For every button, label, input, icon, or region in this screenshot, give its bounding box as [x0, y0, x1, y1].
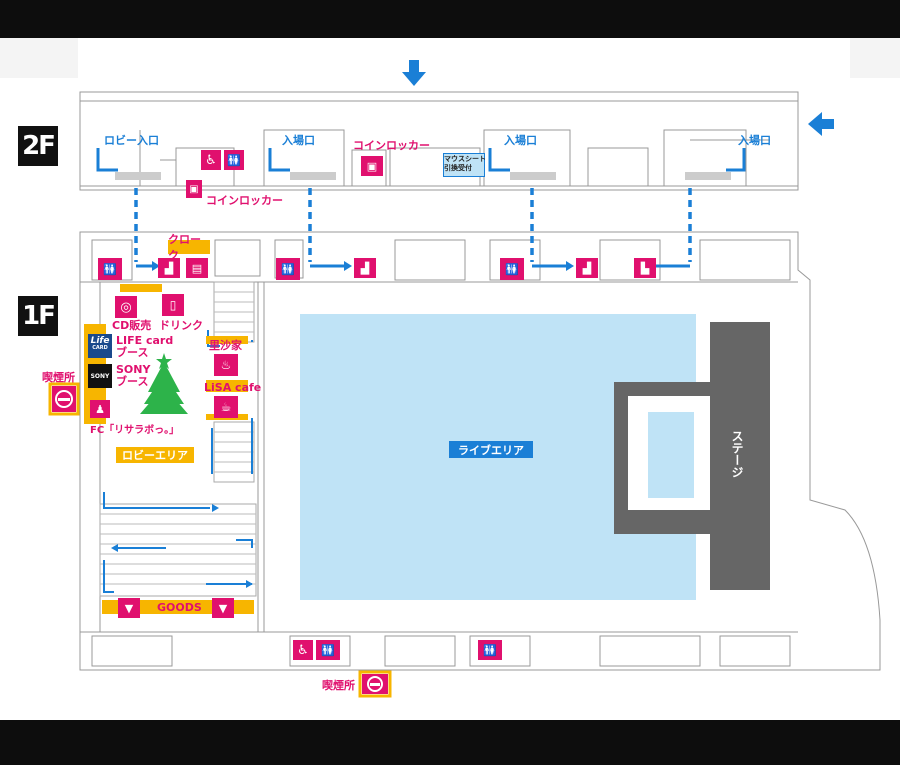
label-cloak: クローク — [168, 233, 201, 262]
sony-logo: SONY — [88, 364, 112, 388]
stairs-icon: ▙ — [634, 258, 656, 278]
smoking-icon — [52, 386, 76, 412]
label-fc-booth: FC「リサラボっ。」 — [90, 425, 180, 436]
label-entrance: 入場口 — [282, 134, 315, 147]
label-mouse-sheet: マウスシート 引換受付 — [444, 155, 486, 173]
drink-icon: ▯ — [162, 294, 184, 316]
label-cd-sales: CD販売 — [112, 319, 152, 332]
locker-icon: ▣ — [186, 180, 202, 198]
label-drink: ドリンク — [159, 319, 203, 332]
label-goods: GOODS — [157, 601, 202, 614]
arrow-left-icon — [808, 112, 834, 136]
lobby-area-label: ロビーエリア — [116, 447, 194, 463]
cd-icon: ◎ — [115, 296, 137, 318]
label-lisa-cafe: LiSA cafe — [204, 381, 262, 394]
lifecard-logo: Life CARD — [88, 334, 112, 358]
smoking-icon — [362, 674, 388, 694]
christmas-tree-icon — [140, 362, 188, 414]
label-lobby-entrance: ロビー入口 — [104, 134, 159, 147]
fc-person-icon: ♟ — [90, 400, 110, 418]
restroom-icon: 🚻 — [478, 640, 502, 660]
label-lobby-area: ロビーエリア — [122, 449, 188, 462]
bottom-black-band — [0, 720, 900, 765]
label-smoking: 喫煙所 — [42, 371, 75, 384]
stairs-icon: ▟ — [354, 258, 376, 278]
lifecard-logo-sub: CARD — [92, 345, 108, 351]
stairs-icon: ▟ — [576, 258, 598, 278]
wheelchair-icon: ♿ — [201, 150, 221, 170]
arrow-down-icon — [402, 60, 426, 86]
wheelchair-icon: ♿ — [293, 640, 313, 660]
floor-1f-outline — [79, 231, 881, 671]
label-coin-locker: コインロッカー — [206, 194, 283, 207]
label-stage: ステージ — [730, 430, 744, 478]
top-black-band — [0, 0, 900, 38]
label-entrance: 入場口 — [504, 134, 537, 147]
label-sony-booth: SONY ブース — [116, 363, 151, 388]
tshirt-icon: ▼ — [212, 598, 234, 618]
restroom-icon: 🚻 — [316, 640, 340, 660]
label-live-area: ライブエリア — [458, 443, 524, 457]
escalators-2f — [115, 172, 731, 180]
restroom-icon: 🚻 — [98, 258, 122, 280]
label-satosaya: 里沙家 — [209, 339, 242, 352]
label-life-card-booth: LIFE card ブース — [116, 334, 174, 359]
lifecard-logo-text: Life — [90, 336, 110, 346]
restroom-icon: 🚻 — [500, 258, 524, 280]
mouse-sheet-booth — [443, 153, 485, 177]
dashed-connectors — [134, 188, 692, 262]
label-entrance: 入場口 — [738, 134, 771, 147]
label-coin-locker: コインロッカー — [353, 139, 430, 152]
locker-icon: ▣ — [361, 156, 383, 176]
live-area-label: ライブエリア — [449, 441, 533, 458]
floor-badge-1f: 1F — [18, 296, 58, 336]
ramen-icon: ♨ — [214, 354, 238, 376]
cloak-label-box: クローク — [168, 233, 210, 262]
stairs-icon: ▟ — [158, 258, 180, 278]
restroom-icon: 🚻 — [276, 258, 300, 280]
floor-badge-2f: 2F — [18, 126, 58, 166]
label-smoking: 喫煙所 — [322, 679, 355, 692]
coffee-icon: ☕ — [214, 396, 238, 418]
cloak-icon: ▤ — [186, 258, 208, 278]
route-lines — [103, 330, 253, 593]
restroom-icon: 🚻 — [224, 150, 244, 170]
tshirt-icon: ▼ — [118, 598, 140, 618]
